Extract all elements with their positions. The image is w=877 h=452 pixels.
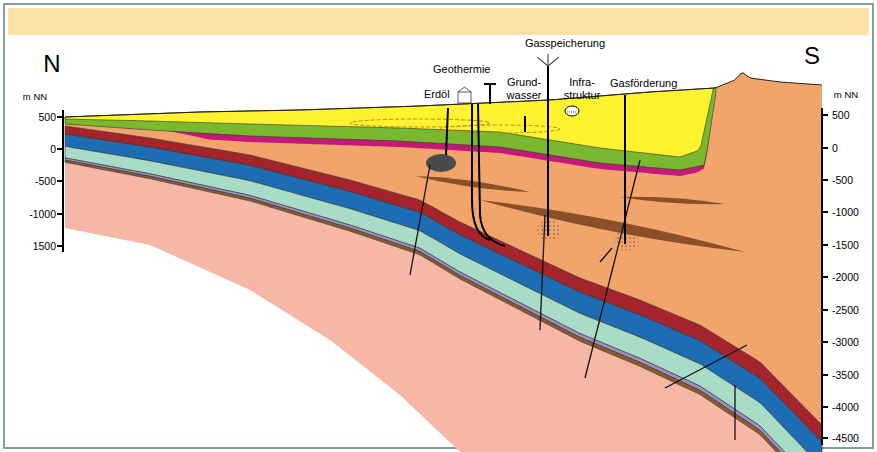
oil-reservoir <box>426 154 456 172</box>
use-label: Gasförderung <box>610 77 677 90</box>
axis-number: -2000 <box>832 271 859 283</box>
oil-well <box>446 108 448 155</box>
axis-line <box>822 309 828 311</box>
fault-line <box>585 160 640 378</box>
geothermal-plant <box>458 92 471 103</box>
wells-and-faults <box>350 54 747 440</box>
derrick-symbol <box>484 84 496 104</box>
purple-layer <box>65 158 822 452</box>
axis-number: 1500 <box>33 240 56 252</box>
axis-unit: m NN <box>834 90 858 101</box>
axis-line <box>822 179 828 181</box>
geothermal-plant-roof <box>458 87 471 92</box>
fault-line <box>734 385 735 440</box>
use-label: Geothermie <box>433 63 490 76</box>
reservoir-lens <box>480 200 745 252</box>
use-label: Erdöl <box>424 88 450 101</box>
axis-line <box>822 244 828 246</box>
compass-label: S <box>804 42 820 70</box>
axis-line <box>822 437 828 439</box>
axis-number: -3000 <box>832 336 859 348</box>
use-label: Infra- struktur <box>564 76 601 101</box>
axis-line <box>822 374 828 376</box>
axis-line <box>57 116 63 118</box>
axis-number: 500 <box>38 111 56 123</box>
strata <box>65 73 822 452</box>
axis-line <box>57 213 63 215</box>
basement-layer <box>65 162 822 452</box>
axis-line <box>57 245 63 247</box>
axis-number: -3500 <box>832 369 859 381</box>
gas-production-well <box>624 95 626 244</box>
storage-symbol <box>537 54 559 66</box>
axis-number: 500 <box>832 109 850 121</box>
surface-line <box>65 73 822 117</box>
axis-number: 0 <box>50 143 56 155</box>
fault-line <box>665 345 747 388</box>
gas-storage-well <box>547 66 549 236</box>
reservoir-lens <box>620 197 725 204</box>
axis-number: -2500 <box>832 304 859 316</box>
axis-number: -4500 <box>832 432 859 444</box>
axis-line <box>822 341 828 343</box>
axis-number: -500 <box>35 175 56 187</box>
axis-line <box>57 148 63 150</box>
axis-line <box>822 406 828 408</box>
tunnel-symbol <box>565 106 579 116</box>
depth-axes <box>57 108 828 445</box>
axis-number: -1000 <box>29 208 56 220</box>
brown-layer <box>65 160 822 452</box>
green-layer <box>65 88 716 170</box>
groundwater-well <box>524 116 526 132</box>
tunnel-symbol-detail <box>567 112 577 113</box>
axis-number: -1000 <box>832 206 859 218</box>
axis-line <box>822 211 828 213</box>
title-banner <box>8 8 869 35</box>
axis-number: 0 <box>832 142 838 154</box>
axis-line <box>57 180 63 182</box>
axis-number: -500 <box>832 174 853 186</box>
geothermal-well <box>478 104 505 246</box>
use-label: Grund- wasser <box>507 76 542 101</box>
aquifer <box>440 125 560 133</box>
fault-line <box>600 248 612 262</box>
use-label: Gasspeicherung <box>525 37 605 50</box>
axis-number: -1500 <box>832 239 859 251</box>
yellow-layer <box>65 88 713 157</box>
axis-line <box>822 147 828 149</box>
axis-number: -4000 <box>832 401 859 413</box>
fault-line <box>410 165 430 275</box>
axis-line <box>822 114 828 116</box>
compass-label: N <box>43 50 60 78</box>
axis-line <box>822 276 828 278</box>
lightgreen-layer <box>65 146 822 452</box>
axis-unit: m NN <box>23 92 47 103</box>
